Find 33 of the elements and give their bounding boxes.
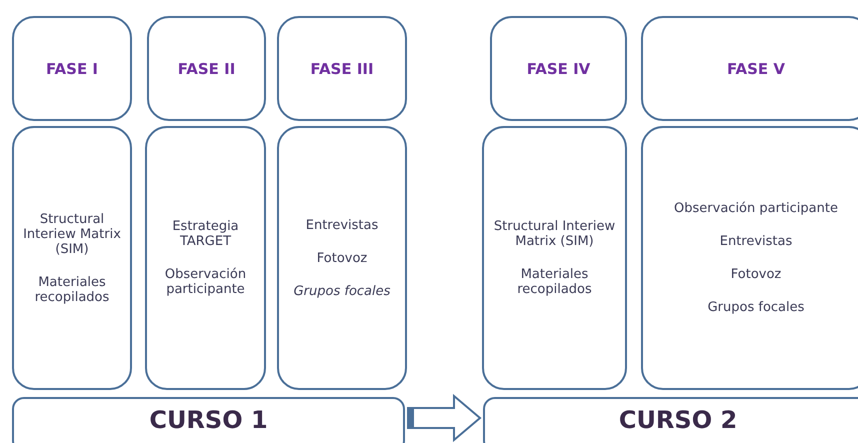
method-text: Grupos focales bbox=[294, 284, 390, 298]
method-text: Structural Interiew Matrix (SIM) bbox=[492, 219, 616, 249]
method-text: Observación participante bbox=[674, 201, 838, 216]
phase-content-box bbox=[145, 126, 266, 390]
phase-header-box bbox=[147, 16, 266, 121]
course-bar bbox=[12, 397, 405, 443]
phase-title: FASE IV bbox=[526, 60, 590, 78]
phase-title: FASE III bbox=[310, 60, 374, 78]
phase-header-box bbox=[490, 16, 627, 121]
phase-title: FASE I bbox=[46, 60, 98, 78]
phase-content-box bbox=[641, 126, 858, 390]
block-arrow bbox=[407, 394, 482, 442]
course-title: CURSO 1 bbox=[149, 406, 268, 434]
method-text: Structural Interiew Matrix (SIM) bbox=[22, 212, 122, 256]
method-text: Entrevistas bbox=[720, 234, 792, 249]
phase-title: FASE V bbox=[726, 60, 785, 78]
method-text: Estrategia TARGET bbox=[171, 219, 240, 249]
method-text: Materiales recopilados bbox=[516, 267, 593, 297]
phase-header-box bbox=[641, 16, 858, 121]
phase-content-box bbox=[277, 126, 407, 390]
course-title: CURSO 2 bbox=[618, 406, 738, 434]
method-text: Entrevistas bbox=[306, 218, 378, 232]
method-text: Fotovoz bbox=[730, 267, 782, 282]
phase-content-box bbox=[482, 126, 627, 390]
method-text: Fotovoz bbox=[316, 250, 368, 266]
course-bar bbox=[483, 397, 858, 443]
method-text: Grupos focales bbox=[708, 300, 804, 315]
phase-title: FASE II bbox=[178, 60, 236, 78]
phase-header-box bbox=[12, 16, 132, 121]
method-text: Observación participante bbox=[164, 267, 248, 297]
phase-header-box bbox=[277, 16, 407, 121]
method-text: Materiales recopilados bbox=[34, 274, 110, 304]
phase-content-box bbox=[12, 126, 132, 390]
